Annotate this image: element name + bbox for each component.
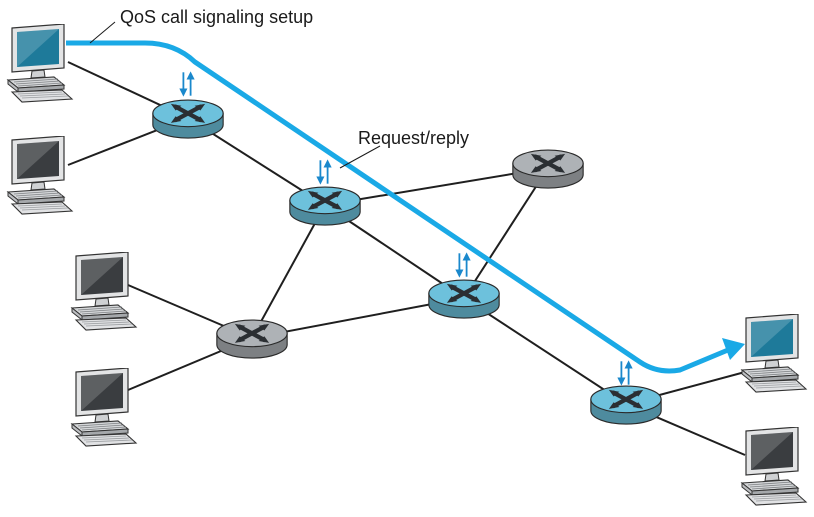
router-icon <box>591 386 661 424</box>
up-down-arrows-icon <box>315 158 333 186</box>
up-down-arrows-icon <box>178 70 196 98</box>
link <box>324 167 549 206</box>
signaling-label-leader <box>89 21 116 44</box>
signaling-path <box>66 40 729 374</box>
link <box>463 167 549 299</box>
signaling-path-arrowhead <box>722 338 745 360</box>
router-icon <box>217 320 287 358</box>
router-icon <box>153 100 223 138</box>
computer-icon <box>741 427 807 506</box>
computer-icon <box>7 136 73 215</box>
router-icon <box>290 187 360 225</box>
signaling-label: QoS call signaling setup <box>120 7 313 27</box>
request-label-leader <box>339 145 381 169</box>
link <box>463 297 627 405</box>
link <box>251 204 326 339</box>
router-icon <box>513 150 583 188</box>
router-icon <box>429 280 499 318</box>
computer-icon <box>71 368 137 447</box>
up-down-arrows-icon <box>616 359 634 387</box>
computer-source-icon <box>7 24 73 103</box>
computer-destination-icon <box>741 314 807 393</box>
request-reply-label: Request/reply <box>358 128 469 148</box>
up-down-arrows-icon <box>454 251 472 279</box>
computer-icon <box>71 252 137 331</box>
